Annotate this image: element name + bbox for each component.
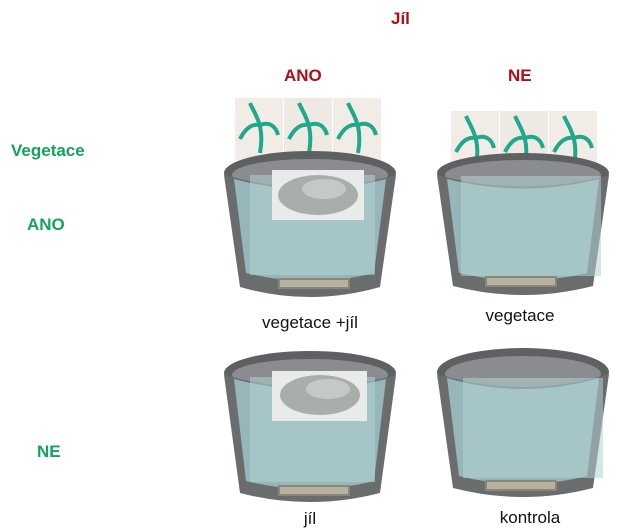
vegetation-yes-label: ANO xyxy=(27,215,65,235)
caption-vegetation: vegetace xyxy=(445,306,595,326)
vegetation-factor-title: Vegetace xyxy=(11,141,85,161)
bucket-clay xyxy=(220,343,400,513)
bucket-vegetation-clay xyxy=(220,95,400,310)
clay-no-header: NE xyxy=(508,66,532,86)
caption-clay: jíl xyxy=(270,509,350,529)
vegetation-no-label: NE xyxy=(37,442,61,462)
bucket-control xyxy=(433,340,613,510)
clay-factor-title: Jíl xyxy=(391,9,410,29)
caption-vegetation-clay: vegetace +jíl xyxy=(230,313,390,333)
plant-sprigs xyxy=(235,98,381,160)
bucket-vegetation xyxy=(433,108,613,308)
clay-yes-header: ANO xyxy=(284,66,322,86)
caption-control: kontrola xyxy=(475,508,585,528)
